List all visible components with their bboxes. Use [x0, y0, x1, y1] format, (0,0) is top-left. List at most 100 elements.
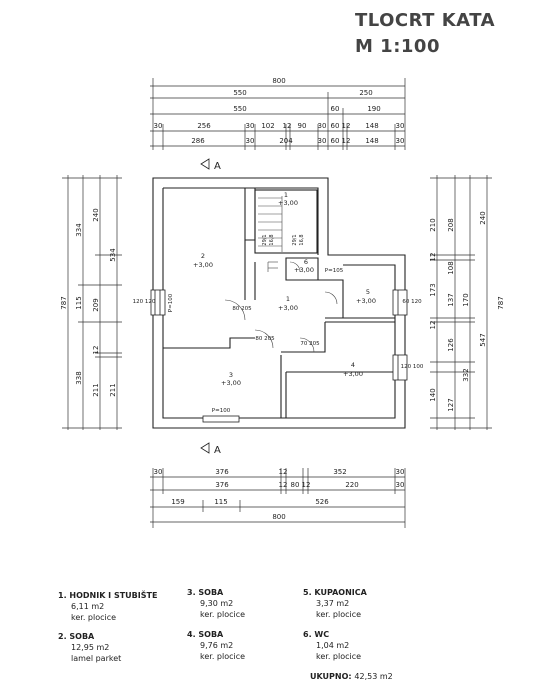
legend-room-name: 6. WC [303, 630, 330, 639]
window-tag-left-p: P=100 [168, 293, 174, 312]
dim-left-334: 334 [75, 223, 83, 237]
level-room-3: +3,00 [221, 379, 241, 387]
room-number-3: 3 [229, 371, 233, 379]
dim-right-170: 170 [462, 293, 470, 306]
dim-top-r5-7: 30 [396, 137, 405, 145]
dim-right-208: 208 [447, 218, 455, 231]
dim-top-250: 250 [359, 89, 372, 97]
dim-top-r4-5: 90 [298, 122, 307, 130]
dim-left-534: 534 [109, 248, 117, 262]
dim-top-r4-2: 30 [246, 122, 255, 130]
stair-tag-1: 29/1 [262, 234, 268, 245]
legend-room-area: 3,37 m2 [316, 599, 350, 608]
legend-room-name: 4. SOBA [187, 630, 224, 639]
floor-plan-drawing: A A 800 550 250 550 60 190 30 256 30 102… [60, 77, 505, 528]
level-room-6: +3,00 [294, 266, 314, 274]
legend-room-name: 2. SOBA [58, 632, 95, 641]
legend-room-area: 6,11 m2 [71, 602, 105, 611]
door-tag-room-2: 80 205 [232, 306, 252, 312]
dim-right-332: 332 [462, 368, 470, 381]
stair-tag-4: 16,8 [299, 234, 305, 245]
drawing-title-line1: TLOCRT KATA [355, 10, 496, 31]
dim-bot-r2-5: 30 [396, 481, 405, 489]
dim-right-240: 240 [479, 211, 487, 224]
stair-tag-2: 16,8 [269, 234, 275, 245]
dim-top-550b: 550 [233, 105, 246, 113]
dim-bot-526: 526 [315, 498, 329, 506]
level-stair: +3,00 [278, 199, 298, 207]
level-room-4: +3,00 [343, 370, 363, 378]
legend-room-finish: ker. plocice [71, 613, 117, 622]
dim-top-r4-3: 102 [261, 122, 274, 130]
dim-left-12: 12 [92, 346, 100, 355]
dim-top-r4-6: 30 [318, 122, 327, 130]
dim-top-r5-0: 286 [191, 137, 205, 145]
dim-bot-115: 115 [214, 498, 227, 506]
dim-left-209: 209 [92, 298, 100, 311]
dim-bot-r2-4: 220 [345, 481, 358, 489]
dim-top-overall: 800 [272, 77, 285, 85]
dim-top-r5-1: 30 [246, 137, 255, 145]
room-number-6: 6 [304, 258, 308, 266]
dim-top-190: 190 [367, 105, 380, 113]
dim-bot-r2-2: 80 [291, 481, 300, 489]
dim-top-r5-4: 60 [331, 137, 340, 145]
dim-left-211a: 211 [92, 383, 100, 396]
dim-left-338: 338 [75, 371, 83, 384]
dim-top-r4-10: 30 [396, 122, 405, 130]
right-dimension-lines [430, 175, 492, 430]
section-markers [200, 158, 210, 454]
dim-top-550a: 550 [233, 89, 246, 97]
drawing-scale: M 1:100 [355, 36, 440, 57]
dim-bot-159: 159 [171, 498, 184, 506]
left-dimension-lines [62, 175, 122, 430]
dim-top-r4-7: 60 [331, 122, 340, 130]
window-tag-bottom-p: P=100 [212, 408, 231, 414]
window-tag-right-bottom: 120 100 [401, 364, 424, 370]
legend-room-5: 5. KUPAONICA 3,37 m2 ker. plocice [303, 587, 367, 620]
dim-top-r4-0: 30 [154, 122, 163, 130]
dim-right-787: 787 [497, 296, 505, 309]
stair-treads [258, 196, 283, 272]
room-number-2: 2 [201, 252, 205, 260]
dim-right-108: 108 [447, 261, 455, 274]
legend-room-2: 2. SOBA 12,95 m2 lamel parket [58, 631, 121, 664]
door-swings [224, 261, 338, 353]
legend-room-finish: ker. plocice [316, 610, 362, 619]
dim-top-r4-4: 12 [283, 122, 292, 130]
dim-top-r5-3: 30 [318, 137, 327, 145]
legend-room-6: 6. WC 1,04 m2 ker. plocice [303, 629, 361, 662]
legend-room-area: 9,30 m2 [200, 599, 234, 608]
dim-top-r4-1: 256 [197, 122, 211, 130]
room-legend: 1. HODNIK I STUBIŠTE 6,11 m2 ker. plocic… [0, 580, 550, 690]
dim-bot-r1-1: 376 [215, 468, 229, 476]
section-marker-bottom: A [214, 445, 221, 456]
dim-bot-r1-4: 30 [396, 468, 405, 476]
legend-room-area: 1,04 m2 [316, 641, 350, 650]
dim-bot-r2-1: 12 [279, 481, 288, 489]
dim-bot-overall: 800 [272, 513, 285, 521]
dim-bot-r2-0: 376 [215, 481, 229, 489]
dim-right-210: 210 [429, 218, 437, 231]
dim-bot-r1-3: 352 [333, 468, 346, 476]
legend-room-area: 12,95 m2 [71, 643, 110, 652]
walls [152, 177, 406, 429]
legend-room-area: 9,76 m2 [200, 641, 234, 650]
stair-tag-3: 29/1 [292, 234, 298, 245]
dim-right-547: 547 [479, 333, 487, 346]
bottom-dimension-lines [150, 468, 406, 528]
dim-top-r4-8: 12 [342, 122, 351, 130]
door-tag-room-4: 70 205 [300, 341, 320, 347]
level-room-5: +3,00 [356, 297, 376, 305]
windows [150, 289, 408, 423]
dim-right-173: 173 [429, 283, 437, 296]
drawing-title: TLOCRT KATA M 1:100 [355, 8, 495, 60]
window-tag-right-top: 60 120 [402, 299, 422, 305]
dim-left-211b: 211 [109, 383, 117, 396]
legend-room-finish: ker. plocice [316, 652, 362, 661]
total-area: UKUPNO: 42,53 m2 [310, 672, 393, 681]
dim-left-240: 240 [92, 208, 100, 221]
dim-right-137: 137 [447, 293, 455, 306]
legend-room-finish: lamel parket [71, 654, 122, 663]
total-value: 42,53 m2 [354, 672, 393, 681]
